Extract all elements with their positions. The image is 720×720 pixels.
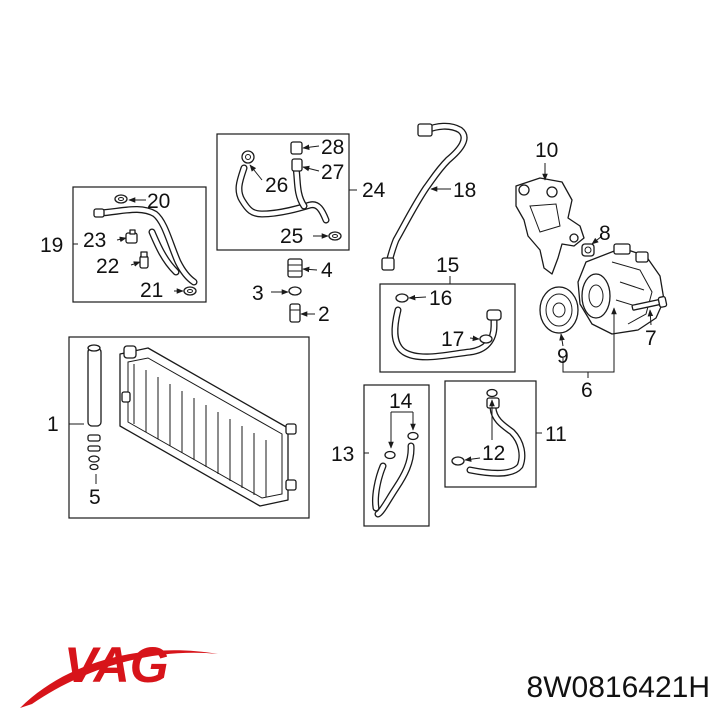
o-ring-21 bbox=[183, 286, 197, 296]
callout-23: 23 bbox=[83, 229, 106, 252]
pulley-9 bbox=[539, 286, 579, 334]
vag-logo: VAG bbox=[20, 637, 218, 708]
pipe-18 bbox=[381, 122, 468, 271]
o-ring-26 bbox=[241, 150, 255, 164]
callout-18: 18 bbox=[453, 179, 476, 202]
valve-27 bbox=[291, 158, 303, 172]
callout-11: 11 bbox=[545, 423, 567, 446]
callout-15: 15 bbox=[436, 254, 459, 277]
o-ring-20 bbox=[114, 194, 128, 204]
group-box-11 bbox=[444, 380, 537, 488]
bolt-8 bbox=[581, 243, 595, 257]
hose-13 bbox=[372, 442, 415, 518]
callout-10: 10 bbox=[535, 139, 558, 162]
valve-2 bbox=[289, 303, 301, 323]
callout-28: 28 bbox=[321, 136, 344, 159]
callout-labels: 20 19 23 22 21 28 27 26 24 25 4 3 2 18 1… bbox=[40, 136, 657, 509]
compressor-6 bbox=[577, 243, 665, 335]
bracket-10 bbox=[515, 177, 585, 275]
o-ring-3 bbox=[288, 286, 302, 296]
callout-22: 22 bbox=[96, 255, 119, 278]
callout-19: 19 bbox=[40, 234, 63, 257]
o-ring-14 bbox=[384, 431, 419, 460]
o-ring-25 bbox=[328, 231, 342, 241]
o-ring-16 bbox=[395, 293, 409, 303]
o-ring-17 bbox=[479, 334, 493, 344]
callout-17: 17 bbox=[441, 328, 464, 351]
valve-23 bbox=[125, 229, 138, 244]
dryer-5 bbox=[87, 344, 102, 471]
callout-9: 9 bbox=[557, 345, 569, 368]
callout-6: 6 bbox=[581, 379, 593, 402]
callout-25: 25 bbox=[280, 225, 303, 248]
pressure-switch-4 bbox=[287, 258, 303, 278]
callout-8: 8 bbox=[599, 222, 611, 245]
callout-24: 24 bbox=[362, 179, 386, 202]
leader-lines bbox=[69, 144, 654, 484]
callout-2: 2 bbox=[318, 303, 330, 326]
callout-1: 1 bbox=[47, 413, 59, 436]
hose-19 bbox=[93, 205, 198, 286]
group-box-13 bbox=[363, 384, 430, 527]
group-box-24 bbox=[216, 133, 350, 251]
brand-name: VAG bbox=[64, 637, 169, 693]
callout-16: 16 bbox=[429, 287, 452, 310]
o-ring-12 bbox=[451, 388, 498, 466]
callout-5: 5 bbox=[89, 486, 101, 509]
callout-27: 27 bbox=[321, 161, 344, 184]
callout-20: 20 bbox=[147, 190, 170, 213]
callout-21: 21 bbox=[140, 279, 163, 302]
group-box-condenser bbox=[68, 336, 310, 519]
callout-14: 14 bbox=[389, 390, 413, 413]
callout-13: 13 bbox=[331, 443, 354, 466]
hose-15 bbox=[391, 306, 502, 361]
bolt-7 bbox=[631, 295, 668, 311]
part-number: 8W0816421H bbox=[527, 671, 710, 704]
group-box-15 bbox=[379, 283, 516, 373]
callout-4: 4 bbox=[321, 259, 333, 282]
cap-28 bbox=[290, 141, 303, 155]
condenser-1 bbox=[119, 345, 297, 507]
callout-12: 12 bbox=[482, 442, 505, 465]
callout-3: 3 bbox=[252, 282, 264, 305]
valve-22 bbox=[139, 251, 149, 269]
callout-26: 26 bbox=[265, 174, 288, 197]
callout-7: 7 bbox=[645, 327, 657, 350]
